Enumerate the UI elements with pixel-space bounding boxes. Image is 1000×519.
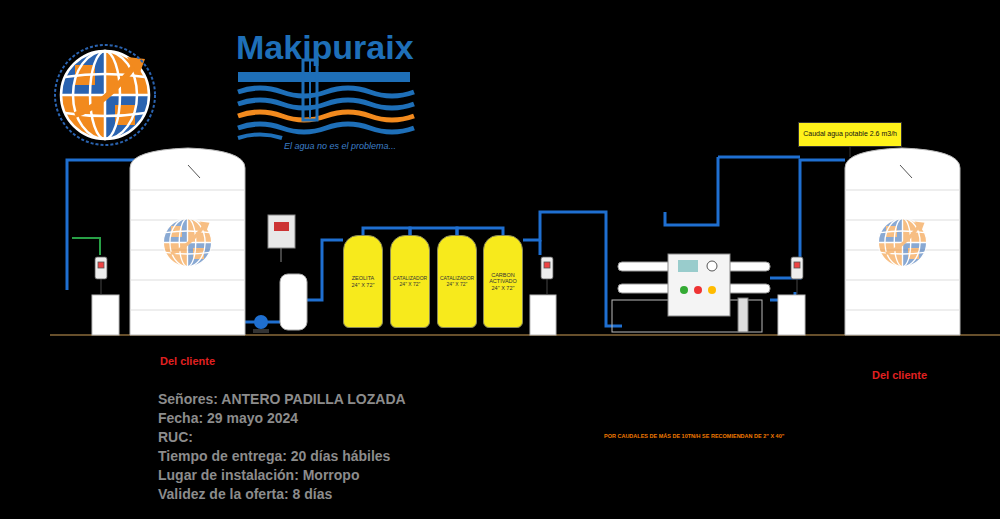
client-info: Señores: ANTERO PADILLA LOZADA [158,391,406,407]
product-tank-part-part [845,310,960,311]
pipes-part [665,157,718,225]
pump-and-pressure-tank [253,274,307,333]
dosing-pumps-part [794,262,800,268]
dosing-line [72,238,100,255]
wave-logo-part [309,60,311,118]
storage-tank-part [188,165,200,178]
product-tank-part-part [845,280,960,281]
reverse-osmosis-skid-part [708,286,716,294]
flow-note-box: Caudal agua potable 2.6 m3/h [798,122,902,147]
pipe-connector [363,228,410,235]
storage-tank-part-part [130,190,245,191]
company-globe-logo-part [61,51,149,139]
reverse-osmosis-skid-part [680,286,688,294]
filter-vessel: ZEOLITA24" X 72" [343,235,383,328]
node-title: ZEOLITA [352,275,375,281]
recommendation-note: POR CAUDALES DE MÁS DE 10TN/H SE RECOMIE… [604,433,784,439]
product-tank-part-part [845,190,960,191]
storage-tank-part-part [130,310,245,311]
pipes-part [266,321,280,324]
product-tank-part [845,148,960,335]
pipe-connector [410,228,457,235]
dosing-line-part [72,238,100,255]
wave-logo [238,60,414,138]
storage-tank-part [130,190,245,310]
dosing-pumps-part [95,257,107,279]
control-panel [268,215,295,262]
scope-note: Del cliente [160,355,215,367]
storage-tank-part [163,218,211,266]
node-title: Caudal agua potable 2.6 m3/h [803,130,897,138]
company-globe-logo-part [55,45,155,145]
brand-tagline: El agua no es el problema... [284,141,396,151]
wave-logo-part [238,135,282,139]
chemical-tanks-part [778,295,805,335]
storage-tank [130,148,245,335]
node-dimension: 24" X 72" [352,282,375,288]
dosing-pumps-part [791,257,803,279]
filter-vessel: CATALIZADOR24" X 72" [390,235,430,328]
node-dimension: 24" X 72" [447,282,468,288]
node-dimension: 24" X 72" [400,282,421,288]
pump-and-pressure-tank-part [254,315,268,329]
wave-logo-part [238,100,414,108]
pipes-part [770,160,845,278]
chemical-tanks-part [92,295,119,335]
pipe-connector [457,228,503,235]
reverse-osmosis-skid-part [678,260,698,272]
reverse-osmosis-skid-part [668,254,730,316]
brand-name: Makipuraix [236,28,414,67]
product-tank-part [845,190,960,310]
pipes-part [539,240,542,255]
validity-info: Validez de la oferta: 8 días [158,486,332,502]
wave-logo-part [303,60,317,120]
date-info: Fecha: 29 mayo 2024 [158,410,298,426]
chemical-tanks-part [530,295,556,335]
company-globe-logo [55,45,155,145]
dosing-pumps-part [101,279,102,295]
wave-logo-part [238,124,414,132]
product-tank-part [878,218,926,266]
dosing-pumps-part [544,262,550,268]
dosing-pumps-part [547,279,548,295]
dosing-pumps-part [797,279,798,295]
dosing-pumps-part [541,257,553,279]
product-tank-part [900,165,912,178]
filter-vessel: CATALIZADOR24" X 72" [437,235,477,328]
reverse-osmosis-skid [612,254,770,332]
wave-logo-part [238,88,414,96]
location-info: Lugar de instalación: Morropo [158,467,359,483]
tax-id-info: RUC: [158,429,193,445]
pump-and-pressure-tank-part [280,274,307,330]
dosing-pumps-part [98,262,104,268]
pump-and-pressure-tank-part [253,329,269,333]
caudal-leader-part [850,147,851,157]
caudal-leader [850,147,851,157]
node-dimension: 24" X 72" [492,285,515,291]
filter-vessel: CARBON ACTIVADO24" X 72" [483,235,523,328]
pipes-part [718,156,800,159]
delivery-info: Tiempo de entrega: 20 días hábiles [158,448,390,464]
wave-logo-part [238,112,414,120]
node-title: CARBON ACTIVADO [486,272,520,285]
control-panel-part [274,222,289,231]
control-panel-part [268,215,295,248]
product-tank [845,148,960,335]
scope-note: Del cliente [872,369,927,381]
wave-logo-part [238,72,410,82]
control-panel-part [281,248,282,262]
reverse-osmosis-skid-part [738,298,748,332]
storage-tank-part-part [130,280,245,281]
pipes-part [307,240,343,300]
storage-tank-part [130,148,245,335]
reverse-osmosis-skid-part [707,261,717,271]
reverse-osmosis-skid-part [694,286,702,294]
